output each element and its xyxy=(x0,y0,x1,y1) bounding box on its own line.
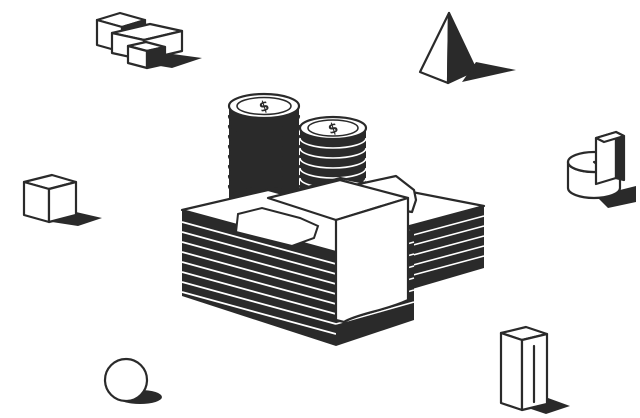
cube-icon xyxy=(22,173,102,226)
pie-chart-icon xyxy=(566,130,636,208)
pyramid-icon xyxy=(418,11,516,85)
dollar-icon: $ xyxy=(257,98,271,116)
rectangular-prism-icon xyxy=(499,325,570,414)
stepped-blocks-icon xyxy=(95,11,202,70)
dollar-icon: $ xyxy=(326,120,340,138)
banknote-stack-front xyxy=(180,178,416,346)
sphere-icon xyxy=(103,357,162,404)
